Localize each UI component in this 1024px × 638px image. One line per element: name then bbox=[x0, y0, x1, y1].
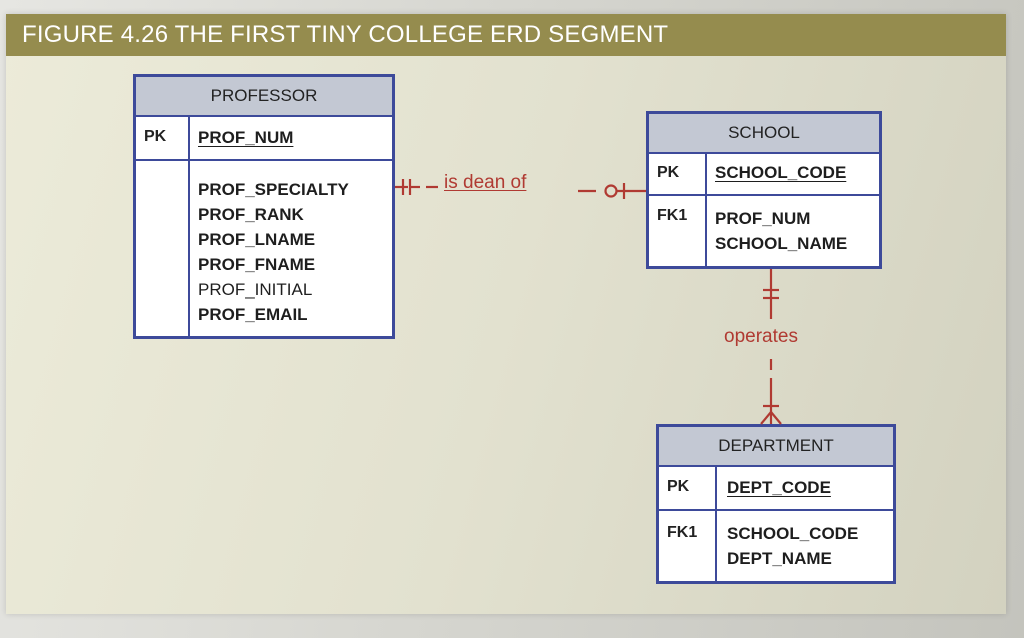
entity-school-pk-row: PK SCHOOL_CODE bbox=[649, 154, 879, 196]
entity-department-header: DEPARTMENT bbox=[659, 427, 893, 467]
attribute-list: PROF_SPECIALTY PROF_RANK PROF_LNAME PROF… bbox=[198, 177, 392, 336]
relationship-label-operates: operates bbox=[724, 326, 798, 347]
figure-title: FIGURE 4.26 THE FIRST TINY COLLEGE ERD S… bbox=[6, 14, 1006, 56]
attr-prof-email: PROF_EMAIL bbox=[198, 305, 308, 324]
attr-school-code: SCHOOL_CODE bbox=[727, 524, 859, 543]
pk-attributes: PROF_NUM bbox=[198, 125, 392, 159]
attr-prof-initial: PROF_INITIAL bbox=[198, 280, 313, 299]
entity-professor-header: PROFESSOR bbox=[136, 77, 392, 117]
attr-prof-num: PROF_NUM bbox=[715, 209, 811, 228]
pk-label: PK bbox=[659, 467, 717, 509]
primary-key-dept-code: DEPT_CODE bbox=[727, 478, 831, 497]
attr-prof-fname: PROF_FNAME bbox=[198, 255, 316, 274]
entity-department[interactable]: DEPARTMENT PK DEPT_CODE FK1 SCHOOL_CODE … bbox=[656, 424, 896, 584]
entity-professor-attr-row: PROF_SPECIALTY PROF_RANK PROF_LNAME PROF… bbox=[136, 161, 392, 336]
entity-school[interactable]: SCHOOL PK SCHOOL_CODE FK1 PROF_NUM SCHOO… bbox=[646, 111, 882, 269]
attr-prof-lname: PROF_LNAME bbox=[198, 230, 316, 249]
pk-attributes: DEPT_CODE bbox=[727, 475, 893, 509]
entity-professor-name: PROFESSOR bbox=[210, 86, 318, 105]
entity-school-name: SCHOOL bbox=[728, 123, 800, 142]
attr-prof-specialty: PROF_SPECIALTY bbox=[198, 180, 349, 199]
fk-label: FK1 bbox=[649, 196, 707, 266]
primary-key-prof-num: PROF_NUM bbox=[198, 128, 294, 147]
entity-department-attr-row: FK1 SCHOOL_CODE DEPT_NAME bbox=[659, 511, 893, 581]
pk-label: PK bbox=[136, 117, 190, 159]
entity-professor-pk-row: PK PROF_NUM bbox=[136, 117, 392, 161]
relationship-lines bbox=[395, 179, 782, 425]
entity-school-attr-row: FK1 PROF_NUM SCHOOL_NAME bbox=[649, 196, 879, 266]
pk-label: PK bbox=[649, 154, 707, 194]
fk-label: FK1 bbox=[659, 511, 717, 581]
attribute-list: SCHOOL_CODE DEPT_NAME bbox=[727, 521, 893, 581]
attr-prof-rank: PROF_RANK bbox=[198, 205, 304, 224]
attribute-list: PROF_NUM SCHOOL_NAME bbox=[715, 206, 879, 266]
entity-department-pk-row: PK DEPT_CODE bbox=[659, 467, 893, 511]
entity-department-name: DEPARTMENT bbox=[718, 436, 834, 455]
crowfoot-right bbox=[770, 411, 782, 425]
relationship-label-is-dean-of: is dean of bbox=[444, 172, 527, 193]
attr-school-name: SCHOOL_NAME bbox=[715, 234, 848, 253]
crowfoot-left bbox=[760, 411, 772, 425]
attr-dept-name: DEPT_NAME bbox=[727, 549, 832, 568]
entity-school-header: SCHOOL bbox=[649, 114, 879, 154]
figure: FIGURE 4.26 THE FIRST TINY COLLEGE ERD S… bbox=[6, 14, 1006, 614]
key-column-empty bbox=[136, 161, 190, 336]
optional-circle bbox=[604, 184, 618, 198]
primary-key-school-code: SCHOOL_CODE bbox=[715, 163, 847, 182]
pk-attributes: SCHOOL_CODE bbox=[715, 160, 879, 194]
entity-professor[interactable]: PROFESSOR PK PROF_NUM PROF_SPECIALTY PRO… bbox=[133, 74, 395, 339]
